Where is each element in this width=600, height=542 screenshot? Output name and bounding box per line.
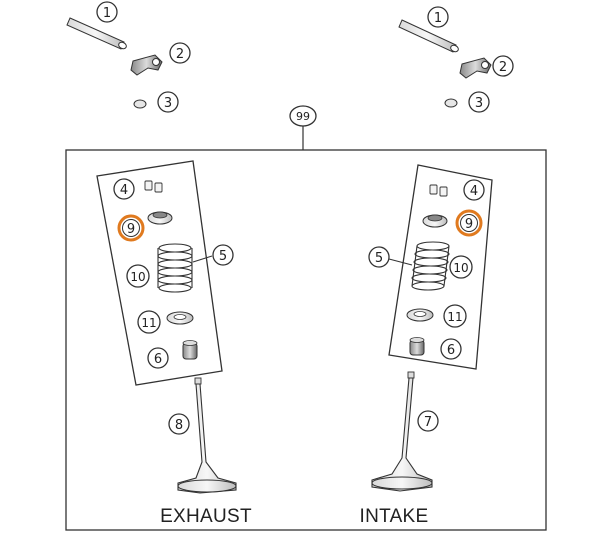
spring-retainer-right (422, 214, 448, 228)
shim-left (133, 99, 147, 109)
callout-4-left: 4 (113, 178, 135, 200)
valve-keepers-left (144, 180, 163, 193)
svg-text:8: 8 (175, 418, 183, 433)
svg-text:99: 99 (296, 110, 310, 123)
rocker-arm-right (459, 57, 492, 79)
callout-7: 7 (417, 410, 439, 432)
rocker-shaft-right (398, 19, 459, 53)
callout-5-left: 5 (192, 244, 234, 266)
svg-text:3: 3 (164, 96, 172, 111)
intake-valve (371, 371, 433, 492)
svg-text:9: 9 (127, 222, 135, 237)
svg-text:11: 11 (141, 316, 156, 330)
callout-10-left: 10 (126, 264, 150, 288)
valve-spring-left (157, 243, 193, 293)
valve-keepers-right (429, 184, 448, 197)
svg-text:5: 5 (219, 249, 227, 264)
rocker-shaft-left (66, 17, 127, 50)
callout-5-right: 5 (368, 246, 413, 268)
callout-11-right: 11 (443, 304, 467, 328)
callout-11-left: 11 (137, 310, 161, 334)
callout-10-right: 10 (449, 255, 473, 279)
svg-text:7: 7 (424, 415, 432, 430)
svg-text:1: 1 (103, 6, 111, 21)
callout-8: 8 (168, 413, 190, 435)
svg-text:4: 4 (120, 183, 128, 198)
svg-text:6: 6 (447, 343, 455, 358)
svg-text:4: 4 (470, 184, 478, 199)
svg-text:10: 10 (130, 270, 145, 284)
valve-spring-right (411, 241, 450, 291)
callout-9-left-highlighted: 9 (117, 214, 145, 242)
svg-text:6: 6 (154, 352, 162, 367)
svg-text:10: 10 (453, 261, 468, 275)
callout-1-right: 1 (427, 6, 449, 28)
callout-3-left: 3 (157, 91, 179, 113)
shim-right (444, 98, 458, 108)
svg-text:5: 5 (375, 251, 383, 266)
callout-4-right: 4 (463, 179, 485, 201)
svg-text:3: 3 (475, 96, 483, 111)
kit-frame (65, 149, 547, 531)
exhaust-label: EXHAUST (160, 506, 252, 527)
spring-seat-left (166, 311, 194, 325)
rocker-arm-left (130, 54, 163, 76)
callout-3-right: 3 (468, 91, 490, 113)
callout-99: 99 (289, 105, 317, 150)
exhaust-valve (177, 377, 237, 494)
svg-text:11: 11 (447, 310, 462, 324)
callout-6-left: 6 (147, 347, 169, 369)
svg-text:2: 2 (499, 60, 507, 75)
callout-1-left: 1 (96, 1, 118, 23)
svg-text:9: 9 (465, 217, 473, 232)
svg-text:2: 2 (176, 47, 184, 62)
callout-9-right-highlighted: 9 (455, 209, 483, 237)
svg-text:1: 1 (434, 11, 442, 26)
intake-label: INTAKE (359, 506, 428, 527)
valve-stem-seal-right (409, 337, 425, 356)
valve-stem-seal-left (182, 340, 198, 360)
callout-6-right: 6 (440, 338, 462, 360)
spring-retainer-left (147, 211, 173, 225)
callout-2-left: 2 (169, 42, 191, 64)
spring-seat-right (406, 308, 434, 322)
callout-2-right: 2 (492, 55, 514, 77)
